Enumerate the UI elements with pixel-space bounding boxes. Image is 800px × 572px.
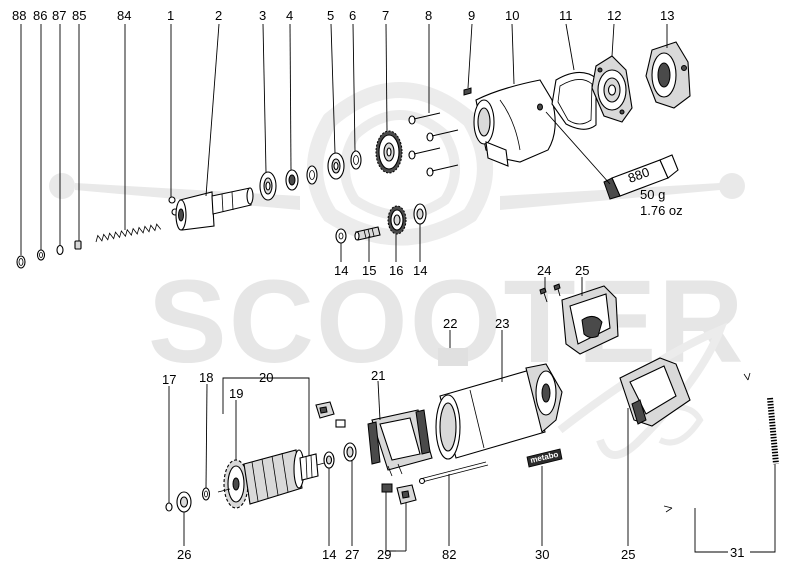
label-85: 85: [72, 8, 86, 23]
label-14-c: 14: [322, 547, 336, 562]
part-2-spindle: [175, 187, 254, 231]
part-9-screw: [463, 87, 472, 96]
part-13-flange-cover: [645, 41, 691, 109]
label-12: 12: [607, 8, 621, 23]
label-1: 1: [167, 8, 174, 23]
label-86: 86: [33, 8, 47, 23]
label-23: 23: [495, 316, 509, 331]
label-27: 27: [345, 547, 359, 562]
part-brush-top: [335, 419, 346, 428]
label-5: 5: [327, 8, 334, 23]
part-22-label: [438, 348, 468, 366]
part-12-bearing-flange: [591, 55, 633, 123]
part-29-brush-holder: [396, 484, 417, 505]
label-30: 30: [535, 547, 549, 562]
label-2: 2: [215, 8, 222, 23]
part-82-cable-tie: [418, 461, 489, 485]
label-9: 9: [468, 8, 475, 23]
part-20-armature: [217, 449, 329, 505]
part-15-shaft: [354, 226, 381, 241]
label-20: 20: [259, 370, 273, 385]
label-19: 19: [229, 386, 243, 401]
label-22: 22: [443, 316, 457, 331]
part-26-bearing: [176, 491, 192, 513]
label-7: 7: [382, 8, 389, 23]
part-30-nameplate: metabo: [526, 448, 563, 468]
label-18: 18: [199, 370, 213, 385]
part-86-washer: [36, 249, 46, 261]
grease-tube: 880: [603, 154, 679, 200]
label-21: 21: [371, 368, 385, 383]
label-3: 3: [259, 8, 266, 23]
label-82: 82: [442, 547, 456, 562]
label-31: 31: [730, 545, 744, 560]
label-25-b: 25: [621, 547, 635, 562]
label-17: 17: [162, 372, 176, 387]
part-14-washer-left: [335, 228, 347, 244]
label-87: 87: [52, 8, 66, 23]
part-31-cable-sleeve: [767, 397, 779, 465]
part-11-gasket: [551, 71, 597, 130]
part-87-washer: [56, 244, 64, 256]
label-15: 15: [362, 263, 376, 278]
part-18-ring: [201, 487, 211, 501]
part-84-spring: [95, 223, 162, 243]
label-16: 16: [389, 263, 403, 278]
grease-tube-label: 880: [626, 164, 652, 186]
label-10: 10: [505, 8, 519, 23]
part-24-screws: [539, 283, 561, 303]
part-23-motor-housing: [435, 363, 563, 460]
label-4: 4: [286, 8, 293, 23]
part-6-ring: [350, 150, 362, 170]
part-labels: 88 86 87 85 84 1 2 3 4 5 6 7 8 9 10 11 1…: [12, 8, 744, 562]
part-27-ring: [343, 442, 357, 462]
part-3-bearing: [259, 171, 277, 201]
part-7-gear: [375, 130, 403, 174]
leader-lines: [20, 23, 776, 553]
label-24: 24: [537, 263, 551, 278]
part-washer-top: [306, 165, 318, 185]
grease-weight-imperial: 1.76 oz: [640, 203, 683, 218]
part-88-washer: [16, 255, 26, 269]
part-16-gear: [387, 205, 407, 235]
label-14-a: 14: [334, 263, 348, 278]
part-14-bearing-bottom: [323, 451, 335, 469]
part-8-screws: [408, 112, 459, 177]
label-25-a: 25: [575, 263, 589, 278]
part-25-cover-upper: [561, 285, 619, 355]
label-88: 88: [12, 8, 26, 23]
part-5-bearing: [327, 152, 345, 180]
grease-weight-metric: 50 g: [640, 187, 665, 202]
part-14-bearing-right: [413, 203, 427, 225]
part-19-fan: [223, 459, 249, 509]
label-13: 13: [660, 8, 674, 23]
part-25-cover-lower: [619, 357, 691, 427]
label-14-b: 14: [413, 263, 427, 278]
label-84: 84: [117, 8, 131, 23]
part-21-field-stator: [367, 409, 433, 477]
part-10-gear-housing: [473, 79, 556, 167]
part-4-ring: [285, 169, 299, 191]
part-brush-holder-top: [315, 401, 335, 419]
label-8: 8: [425, 8, 432, 23]
label-26: 26: [177, 547, 191, 562]
part-29-brush: [381, 483, 393, 493]
part-85-bushing: [74, 240, 82, 250]
part-17-ring: [165, 502, 173, 512]
label-29: 29: [377, 547, 391, 562]
label-11: 11: [559, 8, 573, 23]
label-6: 6: [349, 8, 356, 23]
part-31-cable: [663, 372, 760, 513]
